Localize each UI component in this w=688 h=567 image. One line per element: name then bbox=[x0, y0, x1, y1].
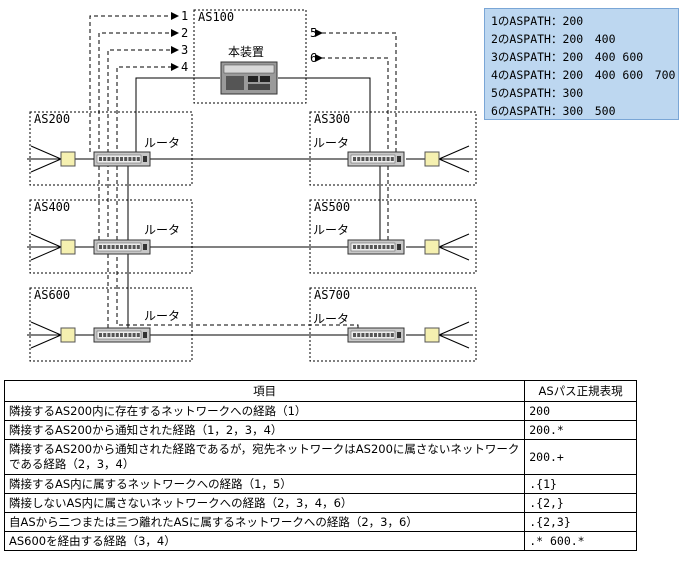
as500-box bbox=[309, 199, 477, 274]
router-label-as400: ルータ bbox=[144, 223, 180, 237]
table-row: 自ASから二つまたは三つ離れたASに属するネットワークへの経路（2，3，6） .… bbox=[3, 512, 637, 532]
row-item: 隣接しないAS内に属さないネットワークへの経路（2，3，4，6） bbox=[3, 493, 526, 513]
route-number-1: 1 bbox=[181, 9, 188, 23]
row-regex: 200.* bbox=[524, 420, 637, 440]
row-item: 隣接するAS内に属するネットワークへの経路（1，5） bbox=[3, 474, 526, 494]
route-number-3: 3 bbox=[181, 43, 188, 57]
as100-label: AS100 bbox=[198, 10, 234, 24]
row-regex: .{1} bbox=[524, 474, 637, 494]
router-icon-as700 bbox=[347, 327, 405, 343]
as400-box bbox=[29, 199, 193, 274]
router-icon-as400 bbox=[93, 239, 151, 255]
as700-label: AS700 bbox=[314, 288, 350, 302]
route-3-arrow bbox=[107, 46, 179, 328]
row-regex: .{2,3} bbox=[524, 512, 637, 532]
table-row: 隣接しないAS内に属さないネットワークへの経路（2，3，4，6） .{2,} bbox=[3, 493, 637, 513]
link-device-as300 bbox=[278, 77, 371, 152]
host-icon-as600-left bbox=[27, 321, 94, 349]
row-item: 隣接するAS200内に存在するネットワークへの経路（1） bbox=[3, 401, 526, 421]
router-label-as700: ルータ bbox=[313, 312, 349, 326]
row-regex: 200.+ bbox=[524, 439, 637, 475]
router-icon-as200 bbox=[93, 151, 151, 167]
aspath-legend: 1のASPATH：200 2のASPATH：200 400 3のASPATH：2… bbox=[484, 8, 679, 120]
route-6-arrow bbox=[315, 54, 389, 240]
aspath-regex-table: 項目 ASパス正規表現 隣接するAS200内に存在するネットワークへの経路（1）… bbox=[3, 380, 637, 551]
device-label: 本装置 bbox=[228, 45, 264, 59]
table-header-row: 項目 ASパス正規表現 bbox=[3, 380, 637, 402]
as200-label: AS200 bbox=[34, 112, 70, 126]
as600-label: AS600 bbox=[34, 288, 70, 302]
row-item: AS600を経由する経路（3，4） bbox=[3, 531, 526, 551]
row-item: 自ASから二つまたは三つ離れたASに属するネットワークへの経路（2，3，6） bbox=[3, 512, 526, 532]
row-item: 隣接するAS200から通知された経路（1，2，3，4） bbox=[3, 420, 526, 440]
host-icon-as500-right bbox=[406, 233, 473, 261]
host-icon-as300-right bbox=[406, 145, 473, 173]
legend-item-2: 2のASPATH：200 400 bbox=[491, 32, 616, 46]
host-icon-as700-right bbox=[406, 321, 473, 349]
legend-item-1: 1のASPATH：200 bbox=[491, 14, 584, 28]
router-label-as200: ルータ bbox=[144, 136, 180, 150]
legend-item-5: 5のASPATH：300 bbox=[491, 86, 584, 100]
row-regex: .* 600.* bbox=[524, 531, 637, 551]
header-item: 項目 bbox=[3, 380, 526, 402]
table-row: 隣接するAS200内に存在するネットワークへの経路（1） 200 bbox=[3, 401, 637, 421]
table-row: 隣接するAS内に属するネットワークへの経路（1，5） .{1} bbox=[3, 474, 637, 494]
row-item: 隣接するAS200から通知された経路であるが，宛先ネットワークはAS200に属さ… bbox=[3, 439, 526, 475]
legend-item-6: 6のASPATH：300 500 bbox=[491, 104, 616, 118]
route-4-arrow bbox=[116, 63, 359, 328]
as100-box bbox=[193, 9, 307, 104]
network-diagram: AS100 AS200 AS400 AS600 AS300 AS500 AS70… bbox=[27, 9, 477, 362]
header-regex: ASパス正規表現 bbox=[524, 380, 637, 402]
as500-label: AS500 bbox=[314, 200, 350, 214]
legend-item-3: 3のASPATH：200 400 600 bbox=[491, 50, 644, 64]
route-number-5: 5 bbox=[310, 26, 317, 40]
route-5-arrow bbox=[315, 29, 397, 152]
table-row: AS600を経由する経路（3，4） .* 600.* bbox=[3, 531, 637, 551]
link-device-as200 bbox=[135, 77, 220, 152]
as300-box bbox=[309, 111, 477, 186]
router-label-as600: ルータ bbox=[144, 309, 180, 323]
row-regex: .{2,} bbox=[524, 493, 637, 513]
row-regex: 200 bbox=[524, 401, 637, 421]
as400-label: AS400 bbox=[34, 200, 70, 214]
as600-box bbox=[29, 287, 193, 362]
route-number-2: 2 bbox=[181, 26, 188, 40]
route-2-arrow bbox=[98, 29, 179, 240]
router-label-as300: ルータ bbox=[313, 136, 349, 150]
route-number-6: 6 bbox=[310, 51, 317, 65]
table-row: 隣接するAS200から通知された経路（1，2，3，4） 200.* bbox=[3, 420, 637, 440]
device-icon bbox=[220, 61, 278, 95]
as200-box bbox=[29, 111, 193, 186]
host-icon-as400-left bbox=[27, 233, 94, 261]
router-icon-as500 bbox=[347, 239, 405, 255]
table-row: 隣接するAS200から通知された経路であるが，宛先ネットワークはAS200に属さ… bbox=[3, 439, 637, 475]
as300-label: AS300 bbox=[314, 112, 350, 126]
host-icon-as200-left bbox=[27, 145, 94, 173]
legend-item-4: 4のASPATH：200 400 600 700 bbox=[491, 68, 676, 82]
router-icon-as300 bbox=[347, 151, 405, 167]
route-number-4: 4 bbox=[181, 60, 188, 74]
route-1-arrow bbox=[89, 12, 179, 152]
router-label-as500: ルータ bbox=[313, 223, 349, 237]
router-icon-as600 bbox=[93, 327, 151, 343]
